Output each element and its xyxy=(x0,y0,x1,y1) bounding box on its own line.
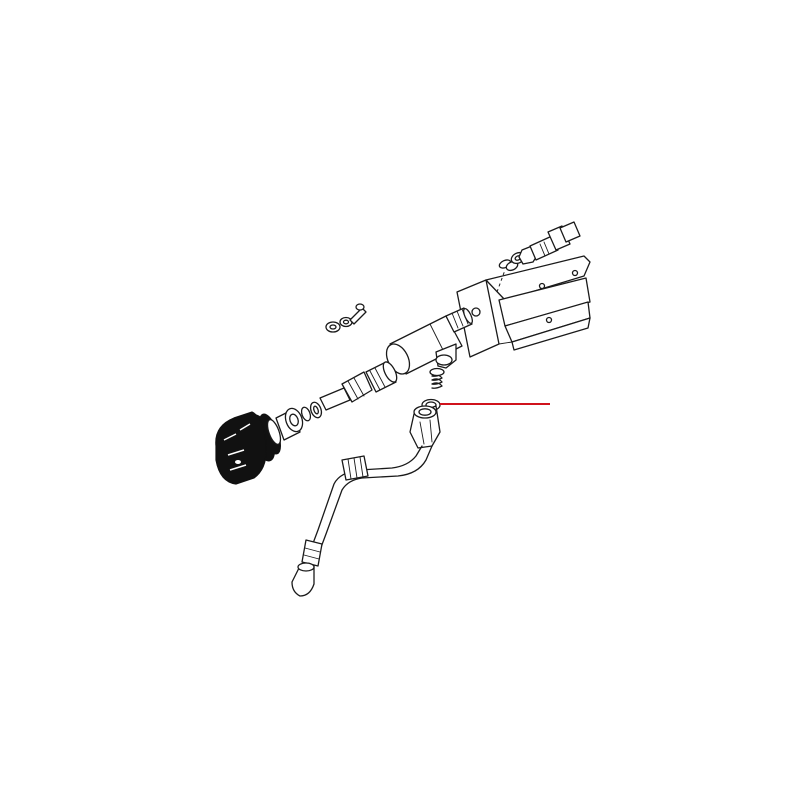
steam-pipe xyxy=(301,445,433,567)
spacer-bushing xyxy=(275,407,304,441)
bracket-fittings xyxy=(496,221,581,293)
screw-with-washer xyxy=(325,303,367,333)
control-knob xyxy=(215,411,282,485)
steam-nozzle-tip xyxy=(291,562,315,597)
o-ring xyxy=(300,401,323,422)
hose-union xyxy=(409,405,441,449)
valve-spindle xyxy=(319,361,398,411)
spring xyxy=(429,367,445,389)
mounting-bracket xyxy=(456,255,591,358)
valve-body xyxy=(385,307,473,375)
